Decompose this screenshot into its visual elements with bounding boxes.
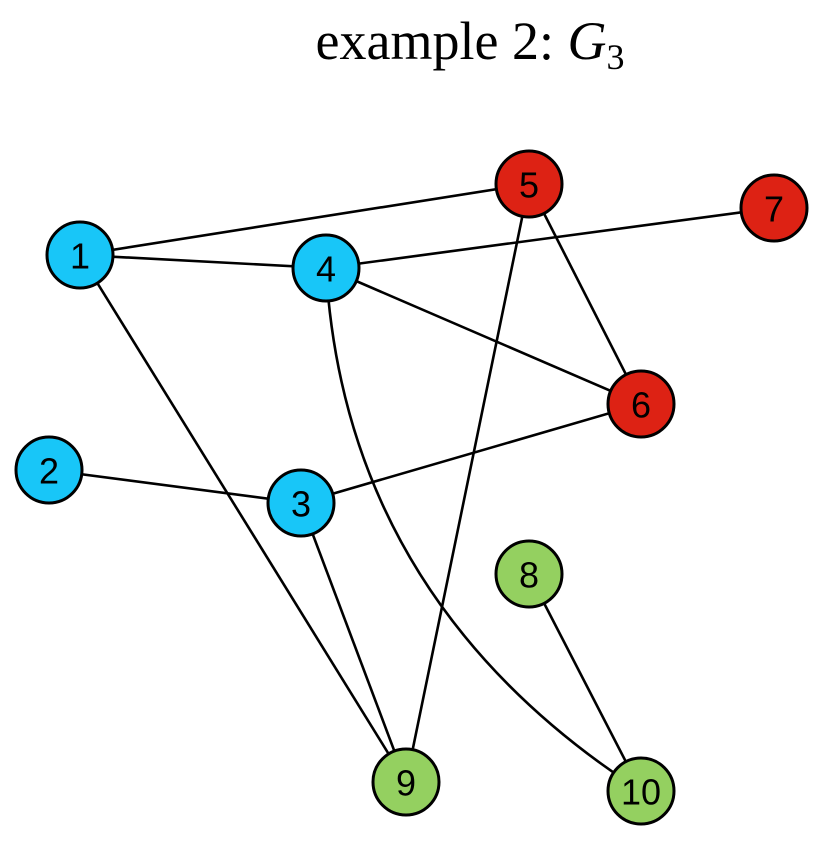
node-label-3: 3 — [291, 484, 311, 525]
node-10: 10 — [606, 756, 676, 826]
node-label-2: 2 — [39, 451, 59, 492]
edge-4-10 — [324, 267, 642, 793]
node-2: 2 — [14, 435, 84, 505]
node-circle-4 — [291, 233, 361, 303]
node-circle-2 — [14, 435, 84, 505]
nodes-layer: 1 2 3 4 5 6 7 8 9 10 — [14, 149, 809, 826]
edge-3-6 — [300, 402, 642, 505]
node-label-6: 6 — [631, 385, 651, 426]
title-subscript: 3 — [606, 37, 625, 77]
node-label-5: 5 — [519, 165, 539, 206]
edge-5-6 — [527, 183, 643, 405]
title-symbol: G3 — [567, 11, 624, 75]
edges-layer — [48, 182, 775, 793]
node-9: 9 — [371, 747, 441, 817]
diagram-title: example 2: G3 — [0, 10, 832, 75]
title-symbol-letter: G — [567, 11, 607, 71]
node-label-4: 4 — [316, 249, 336, 290]
node-circle-9 — [371, 747, 441, 817]
node-circle-1 — [45, 220, 115, 290]
node-4: 4 — [291, 233, 361, 303]
node-5: 5 — [494, 149, 564, 219]
node-circle-8 — [494, 539, 564, 609]
node-circle-6 — [606, 369, 676, 439]
node-circle-3 — [266, 468, 336, 538]
node-1: 1 — [45, 220, 115, 290]
node-circle-10 — [606, 756, 676, 826]
edge-8-10 — [527, 573, 643, 792]
node-label-10: 10 — [621, 772, 661, 813]
node-label-8: 8 — [519, 555, 539, 596]
node-8: 8 — [494, 539, 564, 609]
edge-1-9 — [78, 254, 408, 783]
node-6: 6 — [606, 369, 676, 439]
edge-1-5 — [79, 182, 530, 257]
node-circle-5 — [494, 149, 564, 219]
title-text: example 2: — [315, 11, 568, 71]
node-7: 7 — [739, 173, 809, 243]
edge-2-3 — [48, 468, 302, 505]
node-label-1: 1 — [70, 236, 90, 277]
node-3: 3 — [266, 468, 336, 538]
edge-5-9 — [404, 183, 531, 783]
node-label-9: 9 — [396, 763, 416, 804]
node-label-7: 7 — [764, 189, 784, 230]
edge-1-4 — [79, 253, 327, 270]
edge-4-6 — [325, 266, 642, 406]
edge-4-7 — [325, 206, 775, 270]
node-circle-7 — [739, 173, 809, 243]
edge-3-9 — [299, 502, 408, 783]
